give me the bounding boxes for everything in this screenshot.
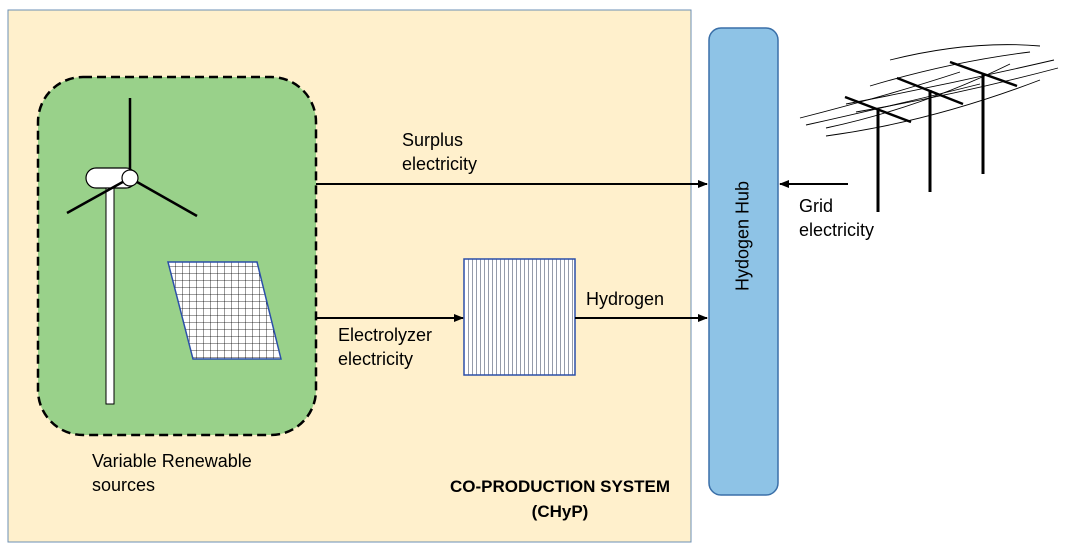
electrolyzer-label-line1: Electrolyzer	[338, 325, 433, 345]
hydrogen-hub-box	[708, 27, 779, 496]
grid-label-line1: Grid	[799, 196, 834, 216]
hydrogen-hub-label: Hydogen Hub	[732, 180, 753, 292]
solar-panel-icon	[167, 261, 282, 360]
system-label-line1: CO-PRODUCTION SYSTEM	[449, 477, 671, 496]
surplus-label-line2: electricity	[402, 154, 478, 174]
grid-electricity-label: Grid electricity	[799, 194, 874, 242]
sources-label-line1: Variable Renewable	[92, 451, 252, 471]
system-label-line2: (CHyP)	[531, 502, 589, 521]
co-production-system-label: CO-PRODUCTION SYSTEM (CHyP)	[420, 474, 700, 524]
wind-turbine-icon	[66, 98, 198, 405]
surplus-label-line1: Surplus	[402, 130, 464, 150]
grid-label-line2: electricity	[799, 220, 875, 240]
electrolyzer-electricity-label: Electrolyzer electricity	[338, 323, 432, 371]
power-line-icon	[799, 44, 1059, 212]
surplus-electricity-label: Surplus electricity	[402, 128, 477, 176]
renewable-sources-label: Variable Renewable sources	[92, 449, 252, 497]
hydrogen-label: Hydrogen	[586, 289, 665, 309]
electrolyzer-label-line2: electricity	[338, 349, 414, 369]
electrolyzer-icon	[463, 258, 576, 376]
renewable-sources-box	[36, 75, 318, 437]
sources-label-line2: sources	[92, 475, 156, 495]
